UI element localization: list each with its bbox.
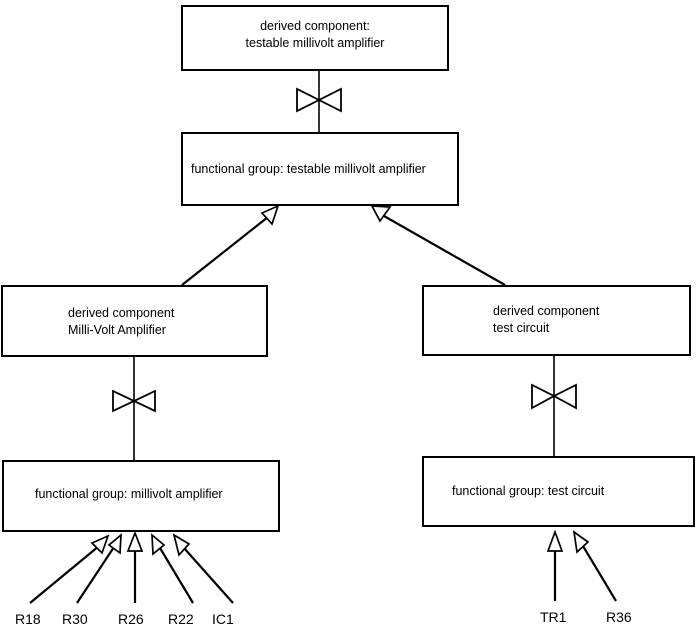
leaf-arrow-r18 <box>29 534 110 604</box>
leaf-arrow-r26 <box>126 530 144 603</box>
leaf-arrow-r36-head <box>572 530 590 554</box>
generalization-arrow-left-head <box>260 204 280 226</box>
leaf-labels-right-group: TR1 R36 <box>540 609 632 625</box>
box-top-derived-component-rect[interactable] <box>181 5 449 71</box>
box-left-functional-group[interactable]: functional group: millivolt amplifier <box>2 460 280 532</box>
realization-bowtie-connector-right <box>531 383 577 410</box>
bowtie-right-triangle <box>316 87 342 113</box>
leaf-arrow-r22 <box>151 533 194 604</box>
box-left-functional-group-rect[interactable] <box>2 460 280 532</box>
leaf-arrow-ic1-shaft <box>183 547 234 604</box>
realization-bowtie-connector-top <box>296 87 342 113</box>
box-right-functional-group-rect[interactable] <box>422 456 695 527</box>
leaf-labels-left-group: R18 R30 R26 R22 IC1 <box>15 611 234 627</box>
box-left-derived-component[interactable]: derived component Milli-Volt Amplifier <box>1 285 268 357</box>
box-left-derived-component-line1: derived component <box>68 306 175 320</box>
box-top-functional-group-rect[interactable] <box>181 132 459 206</box>
leaf-label-r30: R30 <box>62 611 88 627</box>
leaf-arrow-r22-head <box>151 533 166 556</box>
link-right-derived-to-right-functional <box>531 355 577 457</box>
box-right-functional-group[interactable]: functional group: test circuit <box>422 456 695 527</box>
link-left-derived-to-left-functional <box>112 356 156 461</box>
bowtie-right-triangle-right-branch <box>552 383 577 410</box>
leaf-arrow-r30-head <box>107 533 122 555</box>
leaf-arrows-right-group <box>546 529 617 602</box>
box-right-derived-component-rect[interactable] <box>422 285 691 356</box>
bowtie-right-triangle-left-branch <box>131 389 156 413</box>
box-right-functional-group-label: functional group: test circuit <box>452 484 605 498</box>
box-top-functional-group[interactable]: functional group: testable millivolt amp… <box>181 132 459 206</box>
box-left-functional-group-label: functional group: millivolt amplifier <box>35 487 223 501</box>
leaf-arrow-r18-shaft <box>29 545 100 604</box>
link-top-derived-to-top-functional <box>296 70 342 133</box>
box-top-derived-component[interactable]: derived component: testable millivolt am… <box>181 5 449 71</box>
leaf-label-r36: R36 <box>606 609 632 625</box>
box-right-derived-component-line2: test circuit <box>493 321 550 335</box>
leaf-label-tr1: TR1 <box>540 609 567 625</box>
bowtie-left-triangle <box>296 87 322 113</box>
leaf-arrow-ic1 <box>172 533 234 604</box>
leaf-label-ic1: IC1 <box>212 611 234 627</box>
leaf-arrow-r36-shaft <box>582 545 617 602</box>
leaf-arrows-left-group <box>29 530 234 604</box>
leaf-arrow-r30-shaft <box>76 546 115 604</box>
generalization-arrow-left-to-top <box>181 204 280 286</box>
generalization-arrow-left-shaft <box>181 216 269 286</box>
box-top-derived-component-line1: derived component: <box>260 19 370 33</box>
realization-bowtie-connector-left <box>112 389 156 413</box>
leaf-arrow-tr1-head <box>546 529 564 552</box>
leaf-label-r26: R26 <box>118 611 144 627</box>
leaf-arrow-ic1-head <box>172 533 191 557</box>
leaf-arrow-tr1 <box>546 529 564 601</box>
leaf-arrow-r22-shaft <box>159 547 194 604</box>
generalization-arrow-right-head <box>370 205 392 223</box>
box-top-derived-component-line2: testable millivolt amplifier <box>246 36 385 50</box>
box-left-derived-component-line2: Milli-Volt Amplifier <box>68 323 166 337</box>
box-top-functional-group-label: functional group: testable millivolt amp… <box>191 162 426 176</box>
generalization-arrow-right-to-top <box>370 205 506 286</box>
leaf-arrow-r26-head <box>126 530 144 552</box>
generalization-arrow-right-shaft <box>383 215 506 286</box>
leaf-arrow-r30 <box>76 533 122 604</box>
bowtie-left-triangle-right-branch <box>531 383 556 410</box>
leaf-arrow-r18-head <box>90 534 110 555</box>
leaf-label-r18: R18 <box>15 611 41 627</box>
box-right-derived-component[interactable]: derived component test circuit <box>422 285 691 356</box>
box-right-derived-component-line1: derived component <box>493 304 600 318</box>
box-left-derived-component-rect[interactable] <box>1 285 268 357</box>
leaf-label-r22: R22 <box>168 611 194 627</box>
leaf-arrow-r36 <box>572 530 617 602</box>
bowtie-left-triangle-left-branch <box>112 389 137 413</box>
